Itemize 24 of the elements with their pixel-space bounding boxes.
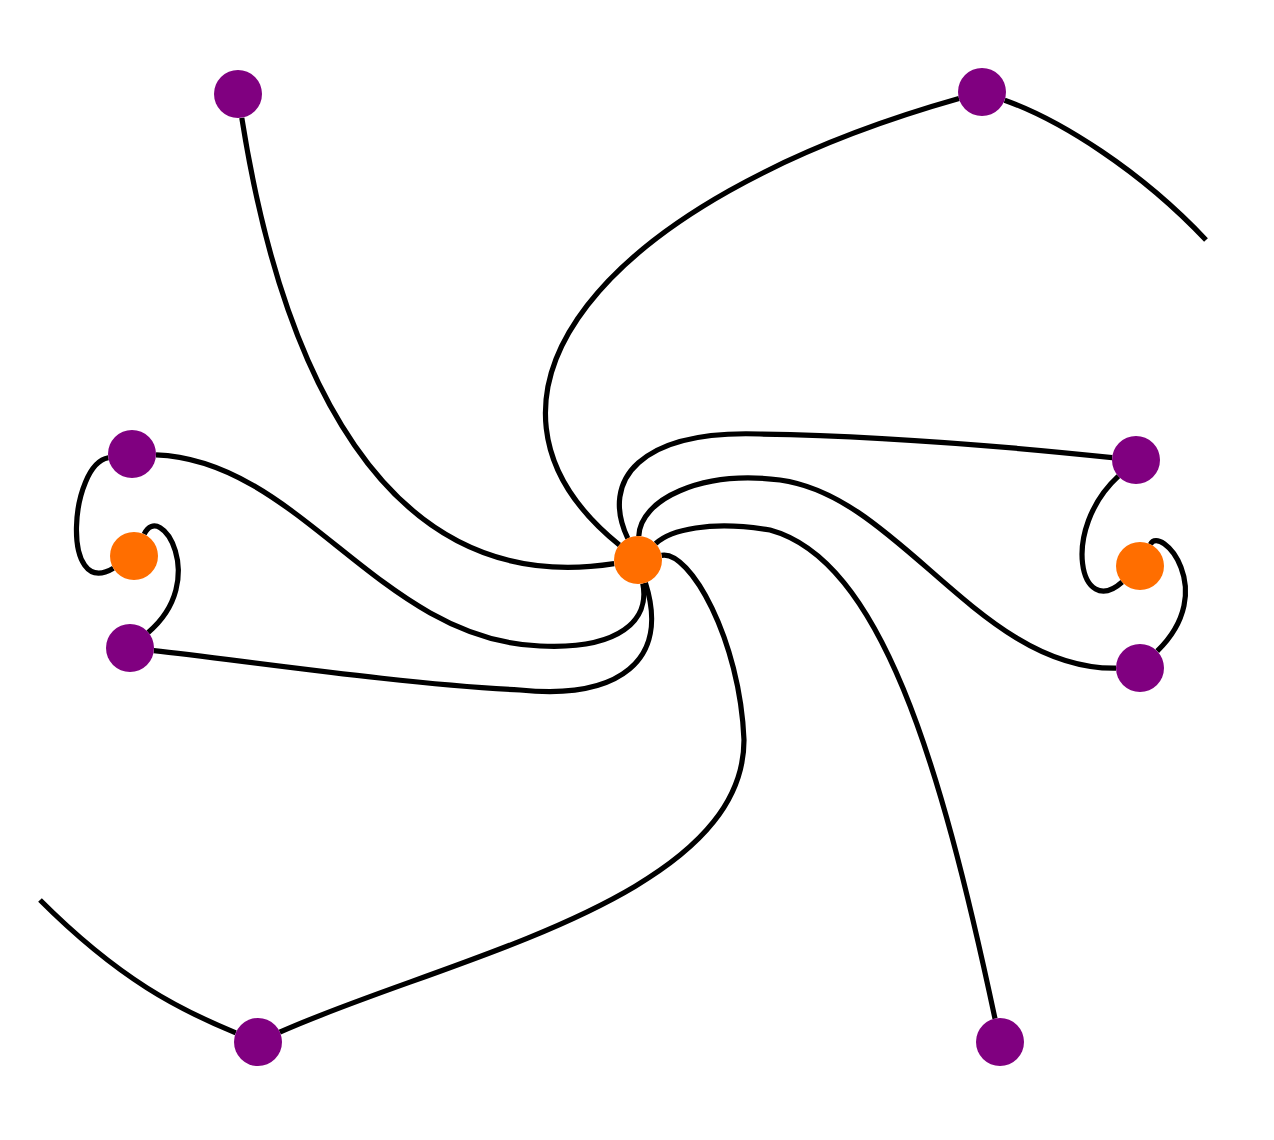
curved-connector bbox=[617, 431, 1113, 540]
curved-connector bbox=[1003, 97, 1208, 242]
curved-connector bbox=[153, 582, 655, 694]
hub-dot bbox=[614, 536, 662, 584]
curved-connector bbox=[155, 452, 647, 649]
curved-connector bbox=[38, 898, 237, 1036]
curved-connector bbox=[239, 117, 615, 570]
curved-connector bbox=[1079, 474, 1124, 594]
curved-connector bbox=[142, 523, 181, 635]
node-dot bbox=[106, 624, 154, 672]
curved-connector bbox=[654, 523, 998, 1020]
node-dot bbox=[234, 1018, 282, 1066]
node-dot bbox=[108, 430, 156, 478]
curved-connector bbox=[73, 455, 115, 576]
node-dot bbox=[1112, 436, 1160, 484]
node-dot bbox=[958, 68, 1006, 116]
node-dot bbox=[214, 70, 262, 118]
curved-connector bbox=[278, 552, 747, 1035]
hub-dot bbox=[1116, 542, 1164, 590]
node-dot bbox=[976, 1018, 1024, 1066]
curved-connector bbox=[543, 96, 960, 547]
hub-dot bbox=[110, 532, 158, 580]
curved-connector bbox=[636, 475, 1117, 671]
node-dot bbox=[1116, 644, 1164, 692]
